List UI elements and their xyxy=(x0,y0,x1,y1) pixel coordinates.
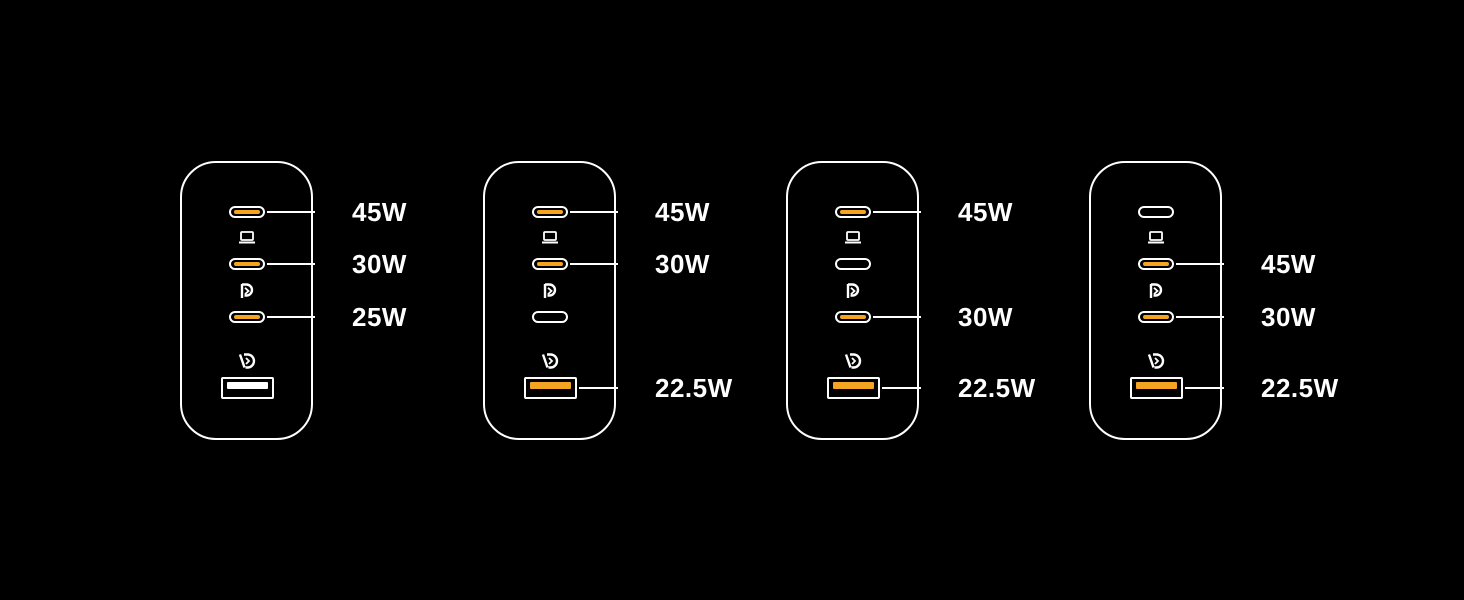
power-delivery-icon xyxy=(238,283,256,299)
charger-body-outline xyxy=(180,161,313,440)
leader-line xyxy=(881,387,921,389)
usb-a-port xyxy=(826,377,880,399)
laptop-icon xyxy=(541,230,559,246)
leader-line xyxy=(266,263,315,265)
usb-a-port xyxy=(1129,377,1183,399)
leader-line xyxy=(1184,387,1224,389)
port-fill xyxy=(529,382,571,389)
usb-c-port-1 xyxy=(1137,206,1174,218)
wattage-label: 30W xyxy=(1261,302,1316,332)
usb-c-port-3 xyxy=(228,311,265,323)
leader-line xyxy=(872,211,921,213)
quick-charge-icon xyxy=(238,353,256,369)
port-fill xyxy=(839,315,866,319)
port-fill xyxy=(839,210,866,214)
leader-line xyxy=(578,387,618,389)
power-delivery-icon xyxy=(844,283,862,299)
usb-c-port-1 xyxy=(834,206,871,218)
quick-charge-icon xyxy=(1147,353,1165,369)
port-fill xyxy=(1143,210,1169,214)
port-fill xyxy=(1135,382,1177,389)
wattage-label: 22.5W xyxy=(958,373,1036,403)
power-delivery-icon xyxy=(1147,283,1165,299)
wattage-label: 30W xyxy=(352,249,407,279)
usb-c-port-3 xyxy=(531,311,568,323)
port-fill xyxy=(832,382,874,389)
usb-c-port-3 xyxy=(834,311,871,323)
leader-line xyxy=(569,263,618,265)
port-fill xyxy=(1142,315,1169,319)
leader-line xyxy=(872,316,921,318)
usb-c-port-2 xyxy=(1137,258,1174,270)
wattage-label: 45W xyxy=(958,197,1013,227)
quick-charge-icon xyxy=(541,353,559,369)
quick-charge-icon xyxy=(844,353,862,369)
port-fill xyxy=(1142,262,1169,266)
usb-c-port-3 xyxy=(1137,311,1174,323)
usb-c-port-2 xyxy=(228,258,265,270)
laptop-icon xyxy=(1147,230,1165,246)
port-fill xyxy=(233,262,260,266)
charger-body-outline xyxy=(1089,161,1222,440)
laptop-icon xyxy=(238,230,256,246)
wattage-label: 22.5W xyxy=(655,373,733,403)
charger-body-outline xyxy=(786,161,919,440)
wattage-label: 45W xyxy=(1261,249,1316,279)
wattage-label: 45W xyxy=(655,197,710,227)
port-fill xyxy=(226,382,268,389)
wattage-label: 25W xyxy=(352,302,407,332)
port-fill xyxy=(536,262,563,266)
port-fill xyxy=(233,210,260,214)
charger-body-outline xyxy=(483,161,616,440)
leader-line xyxy=(569,211,618,213)
leader-line xyxy=(266,211,315,213)
usb-a-port xyxy=(523,377,577,399)
laptop-icon xyxy=(844,230,862,246)
leader-line xyxy=(1175,263,1224,265)
usb-c-port-2 xyxy=(531,258,568,270)
port-fill xyxy=(233,315,260,319)
wattage-label: 45W xyxy=(352,197,407,227)
usb-c-port-1 xyxy=(228,206,265,218)
power-delivery-icon xyxy=(541,283,559,299)
wattage-label: 30W xyxy=(958,302,1013,332)
usb-c-port-2 xyxy=(834,258,871,270)
leader-line xyxy=(266,316,315,318)
port-fill xyxy=(536,210,563,214)
wattage-label: 30W xyxy=(655,249,710,279)
usb-c-port-1 xyxy=(531,206,568,218)
wattage-label: 22.5W xyxy=(1261,373,1339,403)
usb-a-port xyxy=(220,377,274,399)
leader-line xyxy=(1175,316,1224,318)
